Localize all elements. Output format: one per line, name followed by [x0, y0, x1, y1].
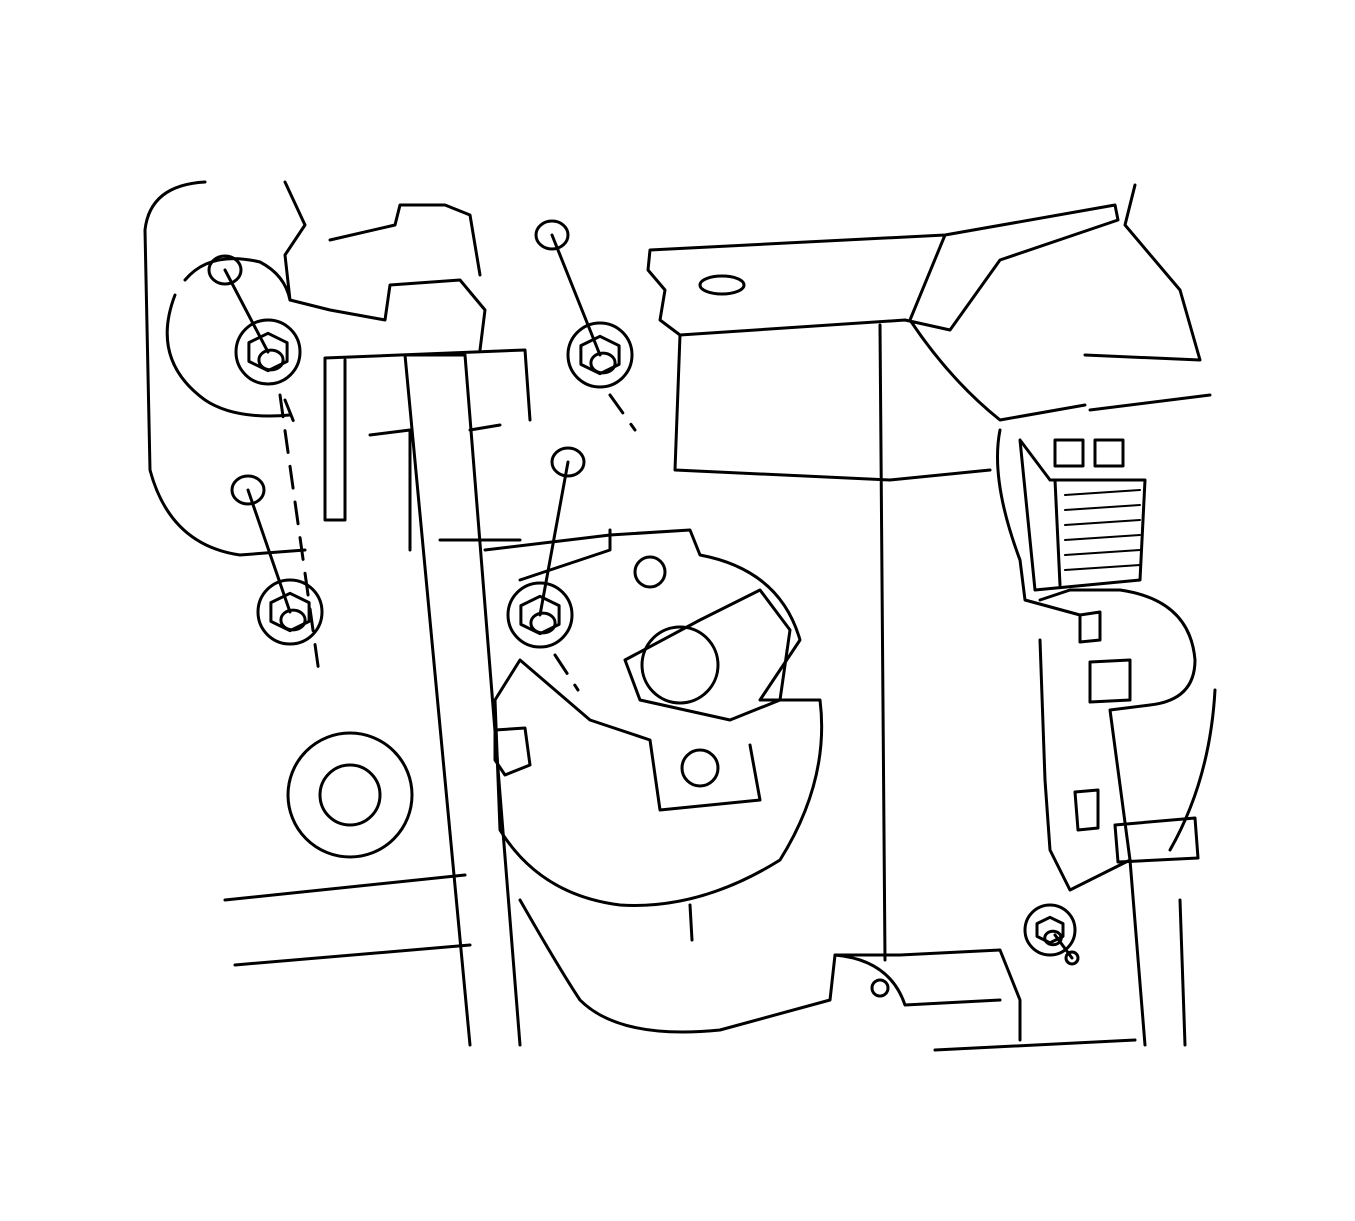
stud-shaft — [538, 460, 570, 617]
nut-thread-bore — [529, 611, 557, 635]
connector-terminal-1 — [1053, 438, 1085, 468]
upper-right-bracket — [646, 203, 1120, 422]
bracket-hole — [698, 274, 746, 296]
stud-head — [207, 254, 243, 286]
frame-hole — [870, 978, 890, 998]
right-housing-outline — [673, 183, 1217, 1047]
flange-nut-washer — [234, 318, 302, 386]
stud-shaft — [223, 268, 270, 354]
stud-head — [534, 219, 570, 251]
left-bracket-upper — [283, 180, 487, 352]
stud-shaft — [550, 233, 602, 357]
alignment-centerline — [283, 398, 297, 427]
stud-tip — [1064, 950, 1080, 966]
pedal-arm — [1038, 588, 1197, 892]
lower-housing — [438, 528, 824, 907]
washer-outer — [286, 731, 414, 859]
electrical-connector — [1018, 438, 1147, 592]
stud-head — [550, 446, 586, 478]
nut-thread-bore — [1043, 929, 1063, 947]
mounting-flange — [623, 588, 792, 722]
bolt-hole-lower — [680, 748, 720, 788]
lower-frame-lines — [223, 873, 1137, 1052]
alignment-centerline — [553, 653, 580, 692]
bolt-hole-upper — [633, 555, 667, 589]
washer-inner — [318, 763, 382, 827]
flange-nut-washer — [1023, 903, 1077, 957]
nut-thread-bore — [257, 348, 285, 372]
stud-head — [230, 474, 266, 506]
flange-nut-washer — [566, 321, 634, 389]
connector-ribs — [1064, 489, 1141, 571]
flange-boss — [640, 625, 720, 705]
left-plate-inner-curve — [165, 257, 292, 418]
vertical-rod — [403, 353, 522, 1047]
flange-nut-washer — [256, 578, 324, 646]
alignment-centerline — [278, 393, 322, 682]
nut-thread-bore — [589, 351, 617, 375]
lower-tab — [833, 953, 1002, 1007]
pedal-pivot-pins — [1073, 610, 1200, 864]
nut-thread-bore — [279, 608, 307, 632]
alignment-centerline — [608, 393, 637, 432]
stud-shaft — [246, 488, 292, 614]
lower-stud — [493, 726, 532, 777]
flange-nut-washer — [506, 581, 574, 649]
left-mounting-plate — [143, 180, 307, 557]
rod-support-bracket — [323, 348, 612, 552]
connector-terminal-2 — [1093, 438, 1125, 468]
